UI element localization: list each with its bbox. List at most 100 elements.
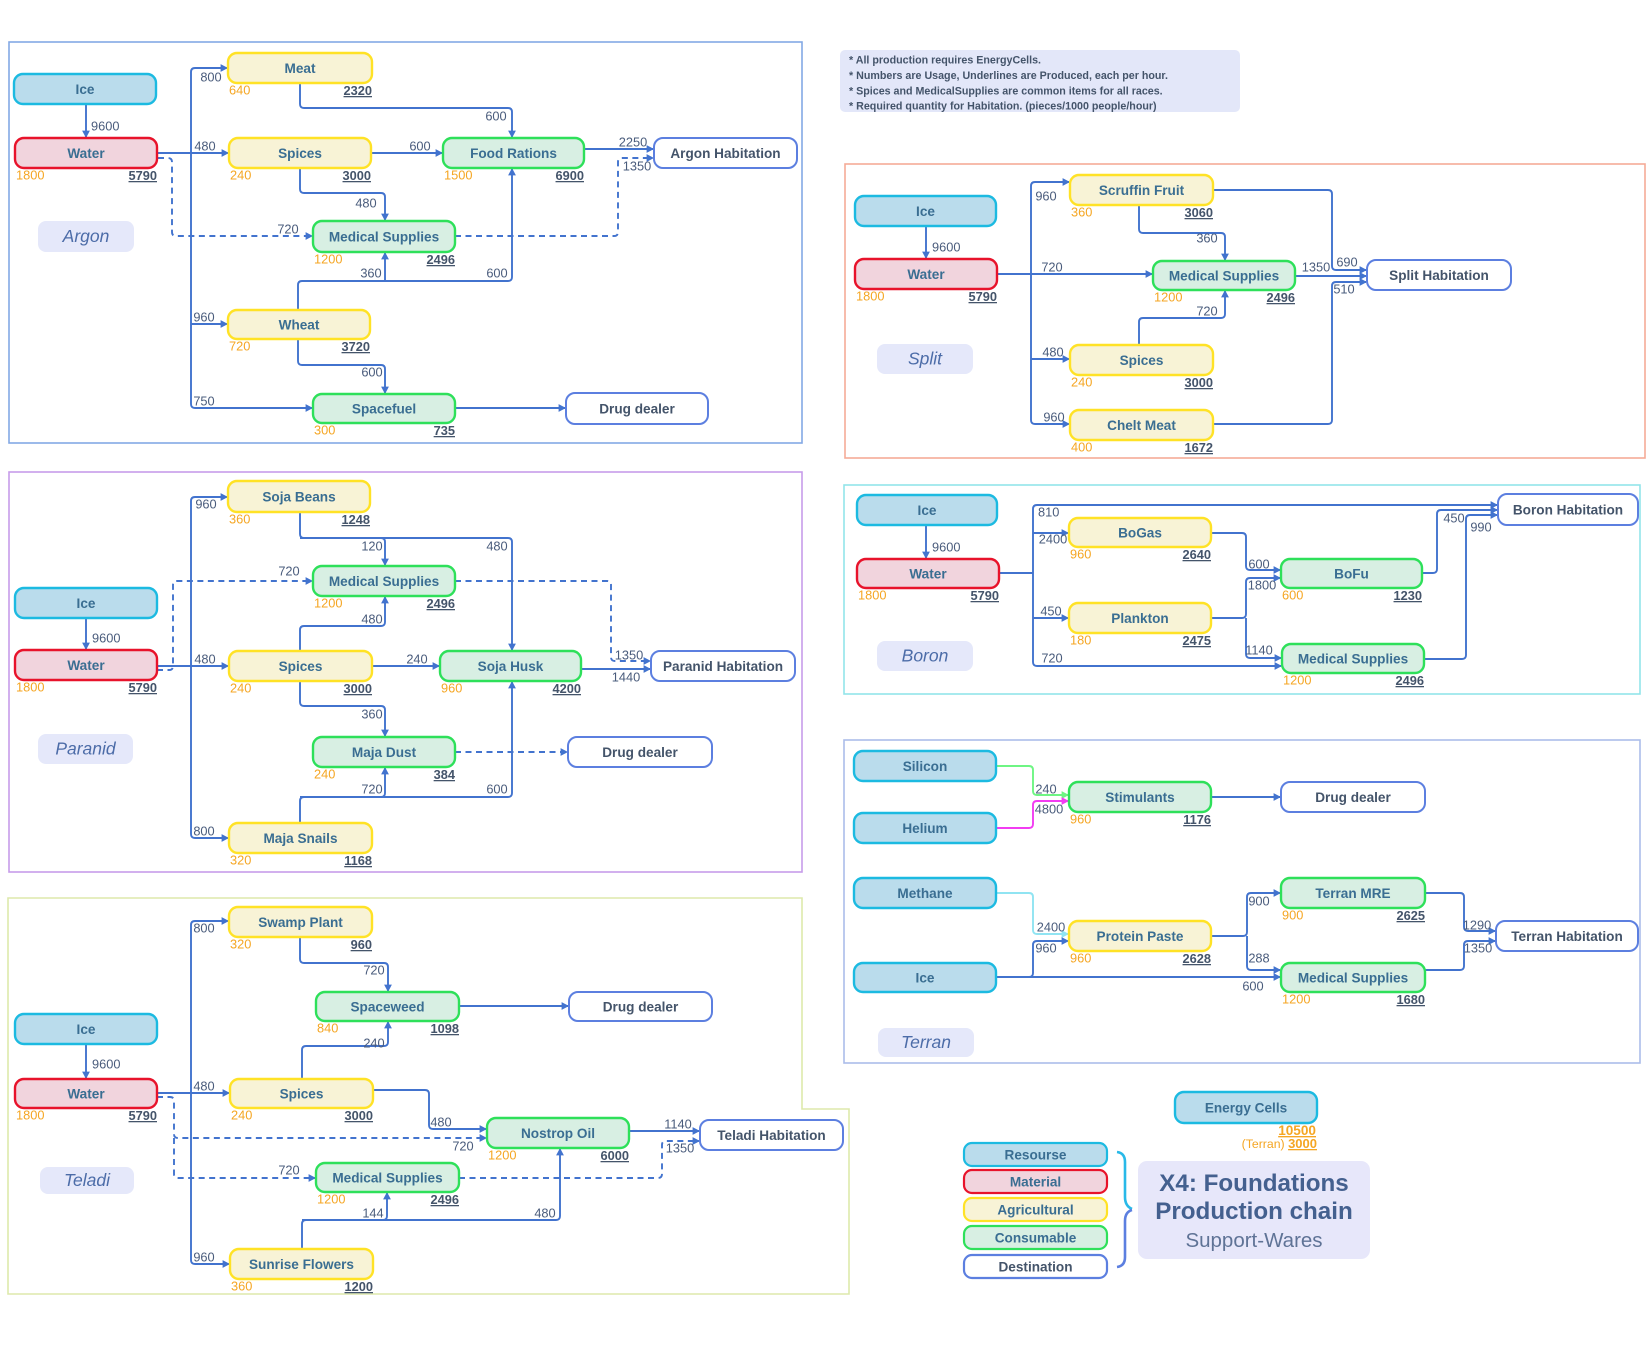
svg-text:240: 240 <box>230 681 251 696</box>
svg-text:Argon Habitation: Argon Habitation <box>670 146 780 161</box>
svg-text:Production chain: Production chain <box>1155 1198 1353 1225</box>
svg-text:640: 640 <box>229 83 250 98</box>
svg-text:600: 600 <box>486 265 507 280</box>
svg-text:Energy Cells: Energy Cells <box>1205 1100 1287 1115</box>
svg-text:480: 480 <box>430 1114 451 1129</box>
svg-text:810: 810 <box>1038 504 1059 519</box>
svg-text:384: 384 <box>434 767 456 782</box>
svg-text:300: 300 <box>314 423 335 438</box>
svg-text:3000: 3000 <box>1185 375 1213 390</box>
svg-text:720: 720 <box>277 221 298 236</box>
svg-text:510: 510 <box>1333 281 1354 296</box>
svg-text:1140: 1140 <box>664 1116 692 1131</box>
svg-text:Paranid Habitation: Paranid Habitation <box>663 659 783 674</box>
svg-text:1680: 1680 <box>1397 992 1425 1007</box>
svg-text:Material: Material <box>1010 1175 1061 1190</box>
svg-text:2496: 2496 <box>427 252 455 267</box>
svg-text:1200: 1200 <box>1283 673 1311 688</box>
svg-text:1350: 1350 <box>666 1140 694 1155</box>
svg-text:Medical Supplies: Medical Supplies <box>1298 651 1408 666</box>
svg-text:360: 360 <box>231 1279 252 1294</box>
svg-text:360: 360 <box>361 706 382 721</box>
svg-text:360: 360 <box>1196 230 1217 245</box>
svg-text:1176: 1176 <box>1183 812 1211 827</box>
svg-text:* Numbers are Usage, Underline: * Numbers are Usage, Underlines are Prod… <box>849 70 1168 82</box>
svg-text:Terran MRE: Terran MRE <box>1315 886 1390 901</box>
svg-text:960: 960 <box>441 681 462 696</box>
svg-text:9600: 9600 <box>932 239 960 254</box>
svg-text:1290: 1290 <box>1463 917 1491 932</box>
svg-text:1672: 1672 <box>1185 440 1213 455</box>
svg-text:6000: 6000 <box>601 1148 629 1163</box>
svg-text:480: 480 <box>194 138 215 153</box>
svg-text:600: 600 <box>361 364 382 379</box>
svg-text:1800: 1800 <box>16 1108 44 1123</box>
svg-text:Medical Supplies: Medical Supplies <box>332 1170 442 1185</box>
svg-text:5790: 5790 <box>129 1108 157 1123</box>
svg-text:320: 320 <box>230 937 251 952</box>
svg-text:Medical Supplies: Medical Supplies <box>1169 268 1279 283</box>
svg-text:1800: 1800 <box>856 289 884 304</box>
svg-text:960: 960 <box>1070 812 1091 827</box>
svg-text:Paranid: Paranid <box>55 739 117 759</box>
svg-text:180: 180 <box>1070 633 1091 648</box>
svg-text:480: 480 <box>361 611 382 626</box>
svg-text:Protein Paste: Protein Paste <box>1097 929 1184 944</box>
svg-text:720: 720 <box>278 563 299 578</box>
svg-text:Spices: Spices <box>1120 353 1164 368</box>
svg-text:Spacefuel: Spacefuel <box>352 401 416 416</box>
svg-text:1800: 1800 <box>1248 577 1276 592</box>
svg-text:1200: 1200 <box>488 1148 516 1163</box>
svg-text:1500: 1500 <box>444 168 472 183</box>
svg-text:Boron: Boron <box>902 646 949 666</box>
svg-text:800: 800 <box>193 823 214 838</box>
svg-text:2496: 2496 <box>427 596 455 611</box>
svg-text:1248: 1248 <box>342 512 370 527</box>
svg-text:* All production requires Ener: * All production requires EnergyCells. <box>849 55 1041 67</box>
svg-text:690: 690 <box>1336 254 1357 269</box>
svg-text:9600: 9600 <box>932 539 960 554</box>
svg-text:735: 735 <box>434 423 455 438</box>
svg-text:360: 360 <box>360 265 381 280</box>
svg-text:240: 240 <box>406 651 427 666</box>
svg-text:600: 600 <box>1242 978 1263 993</box>
svg-text:Medical Supplies: Medical Supplies <box>1298 970 1408 985</box>
svg-text:5790: 5790 <box>969 289 997 304</box>
svg-text:Medical Supplies: Medical Supplies <box>329 229 439 244</box>
svg-text:960: 960 <box>1070 951 1091 966</box>
svg-text:1200: 1200 <box>314 596 342 611</box>
svg-text:900: 900 <box>1282 908 1303 923</box>
svg-text:960: 960 <box>1035 940 1056 955</box>
svg-text:720: 720 <box>1041 650 1062 665</box>
svg-text:2640: 2640 <box>1183 547 1211 562</box>
svg-text:Meat: Meat <box>285 61 316 76</box>
svg-text:Resourse: Resourse <box>1005 1148 1067 1163</box>
svg-text:Teladi Habitation: Teladi Habitation <box>717 1128 826 1143</box>
svg-text:960: 960 <box>1070 547 1091 562</box>
svg-text:Consumable: Consumable <box>995 1231 1077 1246</box>
svg-text:Food Rations: Food Rations <box>470 146 557 161</box>
svg-text:Silicon: Silicon <box>903 759 948 774</box>
svg-text:Helium: Helium <box>902 821 947 836</box>
svg-text:450: 450 <box>1443 510 1464 525</box>
svg-text:Spices: Spices <box>279 659 323 674</box>
svg-text:960: 960 <box>193 1249 214 1264</box>
svg-text:Medical Supplies: Medical Supplies <box>329 574 439 589</box>
svg-text:Nostrop Oil: Nostrop Oil <box>521 1126 595 1141</box>
svg-text:BoFu: BoFu <box>1334 566 1369 581</box>
svg-text:Water: Water <box>907 267 945 282</box>
svg-text:600: 600 <box>486 781 507 796</box>
svg-text:240: 240 <box>363 1035 384 1050</box>
svg-text:800: 800 <box>200 69 221 84</box>
svg-text:1140: 1140 <box>1245 642 1273 657</box>
svg-text:720: 720 <box>363 962 384 977</box>
svg-text:Destination: Destination <box>998 1260 1072 1275</box>
svg-text:750: 750 <box>193 393 214 408</box>
svg-text:Teladi: Teladi <box>64 1170 111 1190</box>
svg-text:9600: 9600 <box>92 1056 120 1071</box>
svg-text:Water: Water <box>67 146 105 161</box>
svg-text:6900: 6900 <box>556 168 584 183</box>
svg-text:* Required quantity for Habita: * Required quantity for Habitation. (pie… <box>849 101 1157 113</box>
svg-text:1440: 1440 <box>612 669 640 684</box>
svg-text:1200: 1200 <box>1282 992 1310 1007</box>
